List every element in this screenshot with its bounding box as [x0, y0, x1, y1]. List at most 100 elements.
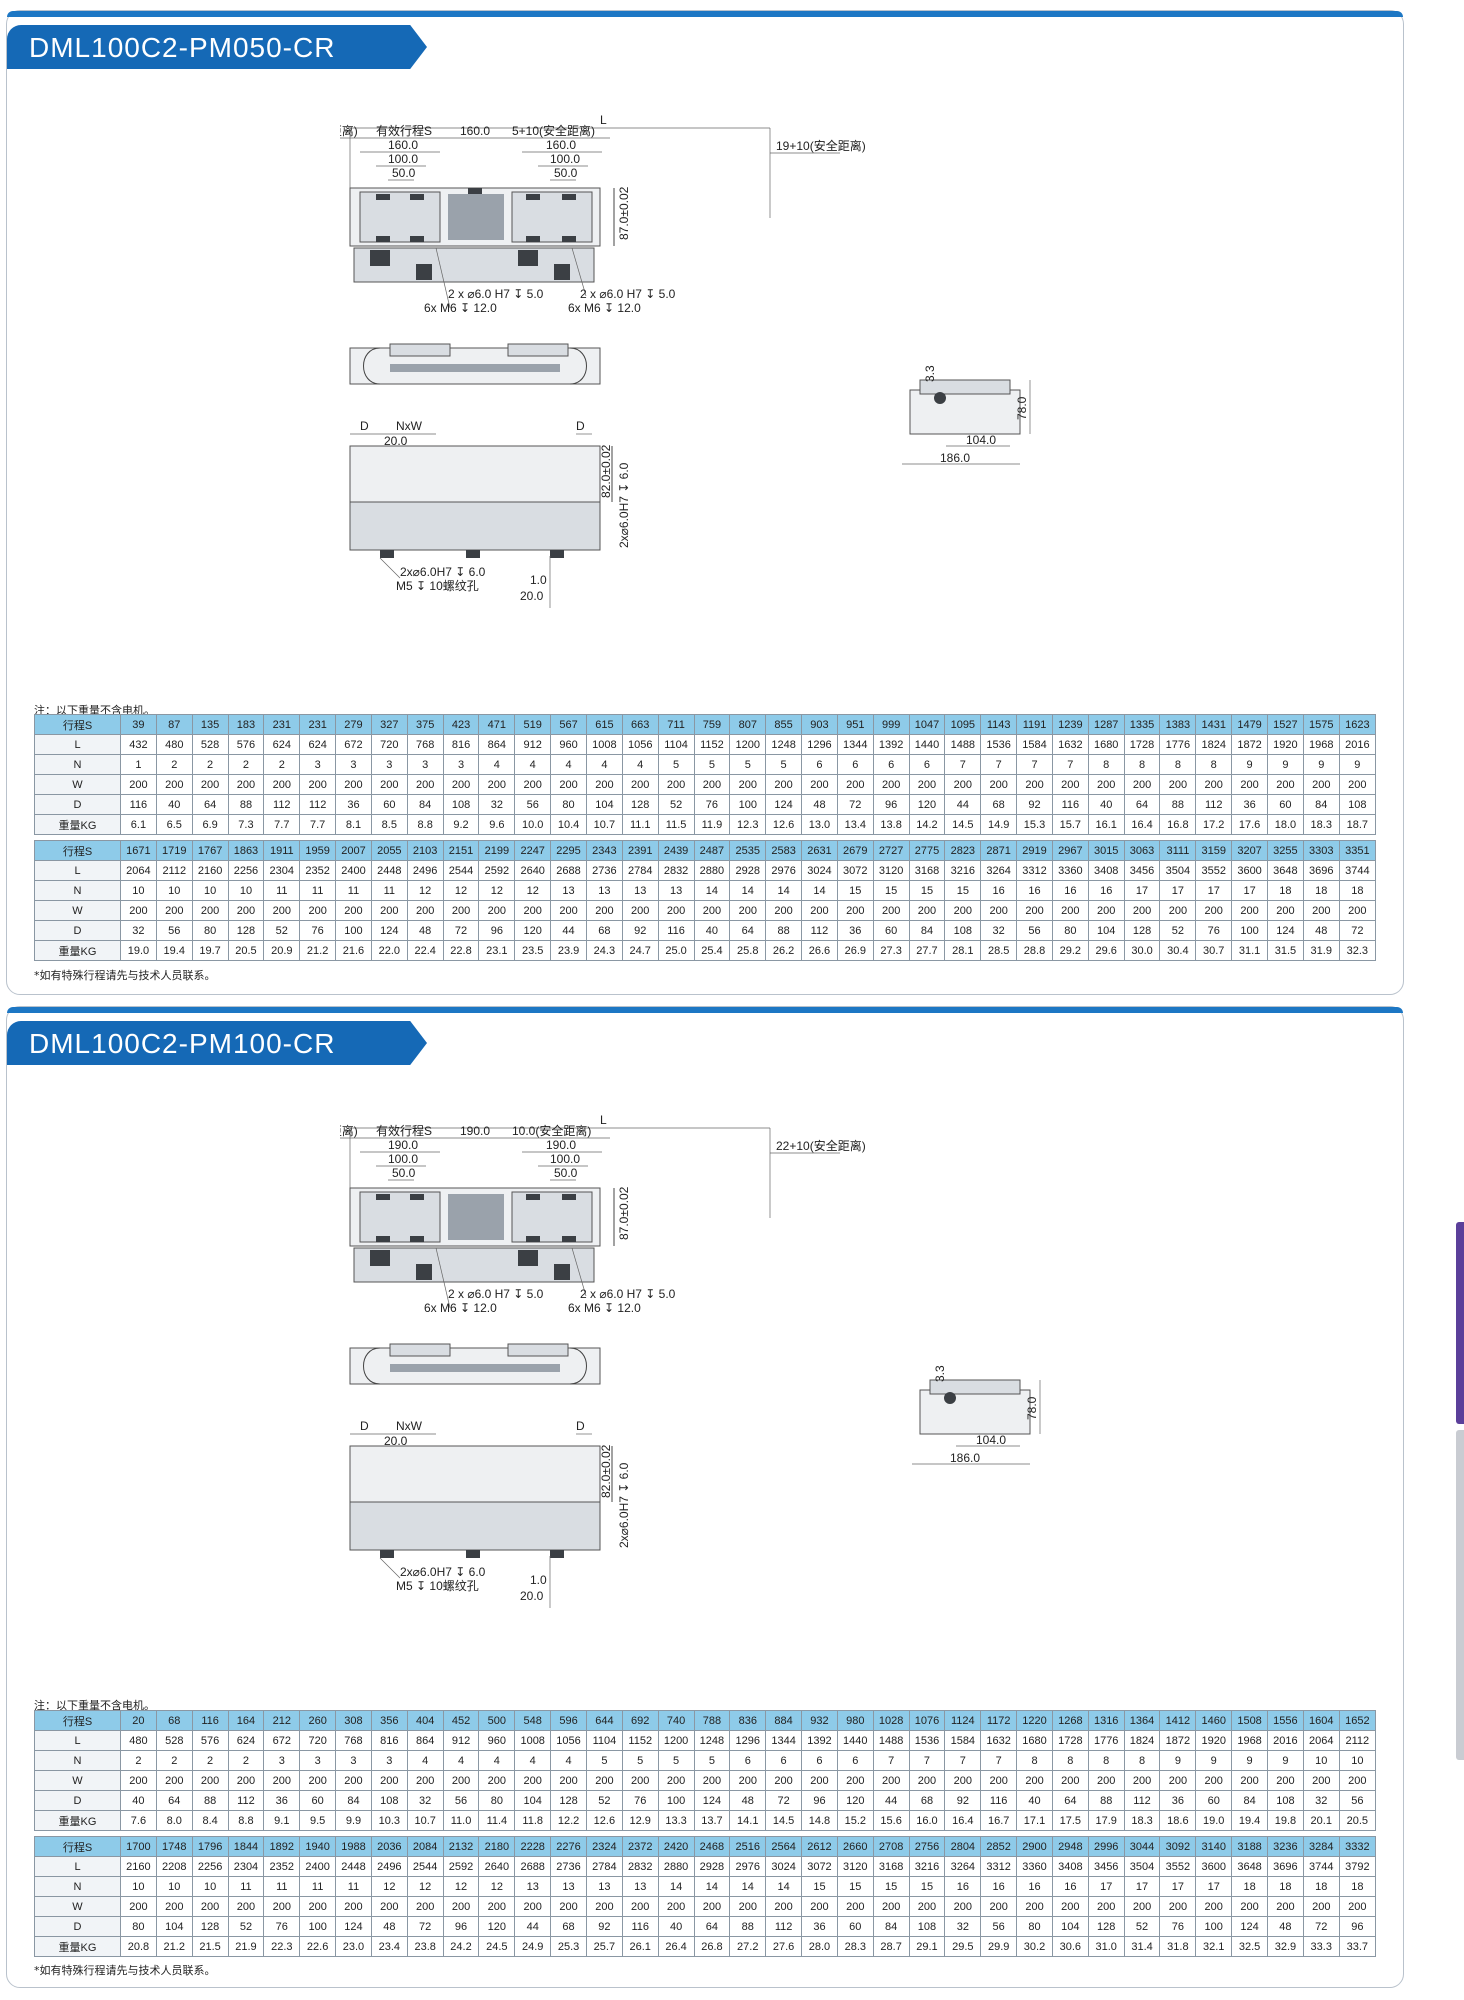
table-cell: 1728 — [1123, 734, 1161, 755]
table-cell: 40 — [1016, 1790, 1053, 1811]
table-cell: 10 — [191, 1876, 229, 1897]
table-cell: 1920 — [1195, 1730, 1233, 1751]
table-cell: 128 — [621, 794, 659, 815]
dim-50-left: 50.0 — [392, 166, 416, 180]
table-cell: 200 — [657, 1896, 695, 1917]
side-view-drawing: 78.0 3.3 104.0 186.0 — [900, 360, 1050, 470]
table-cell: 2247 — [514, 840, 552, 861]
table-cell: 2688 — [550, 860, 587, 881]
table-cell: 120 — [478, 1916, 516, 1937]
dim-82: 82.0±0.02 — [599, 444, 613, 498]
table-cell: 912 — [442, 1730, 480, 1751]
row-label: L — [34, 860, 121, 881]
table-cell: 3360 — [1051, 860, 1089, 881]
table-cell: 6 — [801, 754, 838, 775]
table-cell: 200 — [335, 1770, 372, 1791]
table-cell: 1872 — [1231, 734, 1268, 755]
table-cell: 13 — [585, 880, 623, 901]
dim-20-bottom: 20.0 — [520, 1589, 544, 1603]
table-cell: 36 — [335, 794, 372, 815]
table-cell: 13.4 — [836, 814, 874, 835]
table-cell: 3120 — [836, 1856, 874, 1877]
table-cell: 2 — [227, 1750, 265, 1771]
table-cell: 11 — [263, 1876, 301, 1897]
table-cell: 15 — [908, 880, 946, 901]
table-cell: 200 — [801, 1896, 838, 1917]
table-cell: 3159 — [1195, 840, 1233, 861]
table-cell: 8 — [1087, 1750, 1125, 1771]
table-cell: 2592 — [442, 1856, 480, 1877]
table-cell: 15.2 — [836, 1810, 874, 1831]
table-cell: 3552 — [1159, 1856, 1197, 1877]
table-cell: 200 — [442, 774, 480, 795]
table-cell: 3648 — [1231, 1856, 1268, 1877]
technical-drawing: L 19+10(安全距离) 有效行程S 160.0 5+10(安全距离) 19+… — [268, 108, 1060, 718]
table-cell: 124 — [693, 1790, 731, 1811]
table-cell: 855 — [765, 714, 803, 735]
table-cell: 1344 — [765, 1730, 803, 1751]
table-cell: 19.4 — [155, 940, 193, 961]
table-cell: 3 — [335, 1750, 372, 1771]
table-cell: 30.0 — [1123, 940, 1161, 961]
table-cell: 60 — [299, 1790, 337, 1811]
dim-50-left: 50.0 — [392, 1166, 416, 1180]
table-cell: 200 — [765, 1896, 803, 1917]
table-cell: 1863 — [227, 840, 265, 861]
row-label: W — [34, 1770, 121, 1791]
table-cell: 18.0 — [1267, 814, 1304, 835]
table-cell: 200 — [944, 1770, 982, 1791]
table-cell: 12 — [442, 880, 480, 901]
table-cell: 2640 — [514, 860, 552, 881]
table-cell: 3351 — [1338, 840, 1377, 861]
table-cell: 200 — [155, 774, 193, 795]
table-cell: 14 — [657, 1876, 695, 1897]
table-cell: 200 — [514, 900, 552, 921]
table-cell: 16 — [1051, 880, 1089, 901]
footnote: *如有特殊行程请先与技术人员联系。 — [34, 1964, 216, 1977]
table-cell: 22.8 — [442, 940, 480, 961]
table-cell: 3111 — [1159, 840, 1197, 861]
table-cell: 3264 — [980, 860, 1018, 881]
table-cell: 200 — [872, 774, 910, 795]
row-label: W — [34, 1896, 121, 1917]
table-cell: 1239 — [1051, 714, 1089, 735]
table-cell: 200 — [263, 774, 301, 795]
table-cell: 200 — [227, 900, 265, 921]
table-cell: 1988 — [335, 1836, 372, 1857]
table-cell: 40 — [155, 794, 193, 815]
table-cell: 14 — [729, 880, 767, 901]
table-cell: 88 — [1087, 1790, 1125, 1811]
table-cell: 200 — [442, 1770, 480, 1791]
table-cell: 2276 — [550, 1836, 587, 1857]
table-cell: 84 — [1231, 1790, 1268, 1811]
table-cell: 10 — [155, 880, 193, 901]
table-cell: 56 — [1016, 920, 1053, 941]
table-cell: 200 — [980, 1896, 1018, 1917]
table-cell: 7.6 — [120, 1810, 157, 1831]
table-cell: 40 — [1087, 794, 1125, 815]
table-cell: 44 — [872, 1790, 910, 1811]
table-cell: 1316 — [1087, 1710, 1125, 1731]
table-cell: 231 — [263, 714, 301, 735]
dim-right-safe: 5+10(安全距离) — [512, 123, 595, 138]
table-cell: 2948 — [1051, 1836, 1089, 1857]
table-cell: 30.6 — [1051, 1936, 1089, 1957]
table-cell: 183 — [227, 714, 265, 735]
table-cell: 28.1 — [944, 940, 982, 961]
table-cell: 200 — [1051, 1896, 1089, 1917]
dim-center: 190.0 — [460, 1124, 490, 1138]
table-cell: 200 — [1195, 1896, 1233, 1917]
table-cell: 3216 — [908, 1856, 946, 1877]
table-cell: 22.3 — [263, 1936, 301, 1957]
table-cell: 48 — [1267, 1916, 1304, 1937]
table-cell: 3236 — [1267, 1836, 1304, 1857]
table-cell: 2592 — [478, 860, 516, 881]
table-cell: 624 — [263, 734, 301, 755]
table-cell: 3303 — [1302, 840, 1340, 861]
dim-right-safe: 10.0(安全距离) — [512, 1123, 591, 1138]
panel-top-stripe — [7, 1007, 1403, 1013]
table-cell: 56 — [442, 1790, 480, 1811]
dim-100-right: 100.0 — [550, 152, 580, 166]
